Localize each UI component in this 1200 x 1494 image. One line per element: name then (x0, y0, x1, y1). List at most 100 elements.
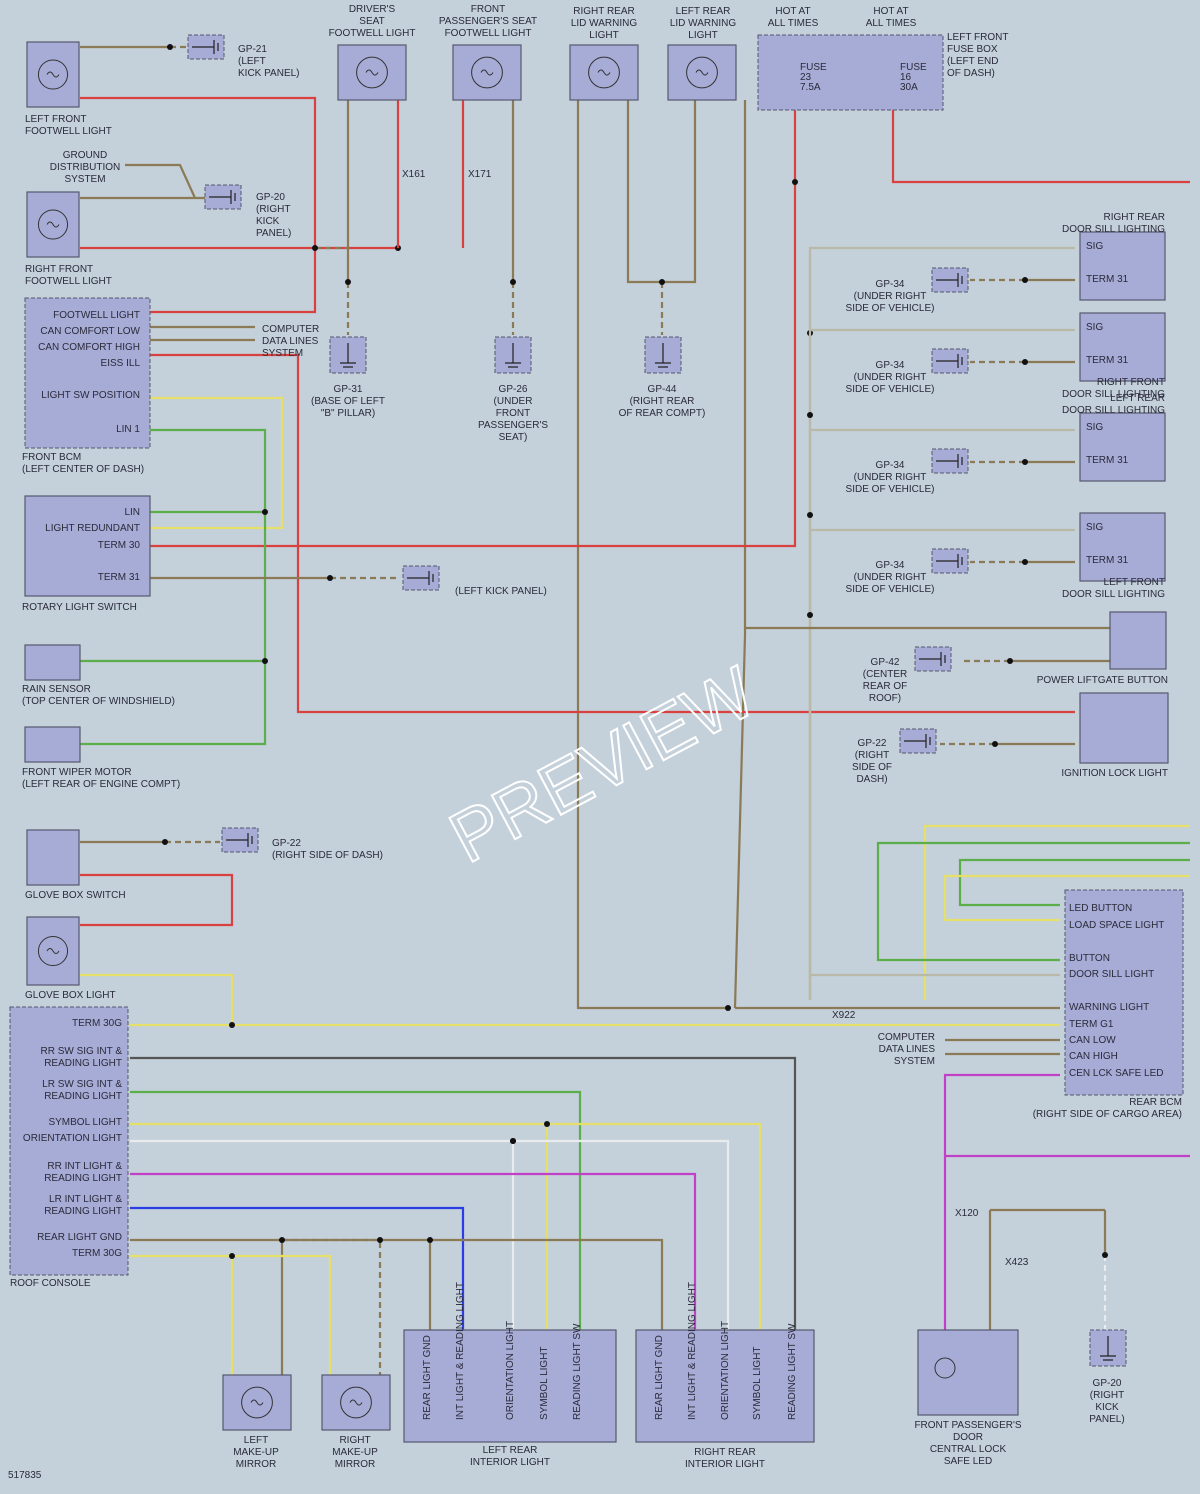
fuse16-label: 30A (900, 82, 918, 93)
right-makeup-mirror-bulb-icon (340, 1386, 372, 1419)
safe-led (917, 1329, 1019, 1416)
splice-dot (427, 1237, 433, 1243)
splice-dot (725, 1005, 731, 1011)
gp21-top-label: KICK PANEL) (238, 68, 300, 79)
splice-dot (345, 279, 351, 285)
lr-lid-label: LEFT REAR (676, 6, 731, 17)
computer-lines-label: SYSTEM (262, 348, 303, 359)
splice-dot (1007, 658, 1013, 664)
gp21-mid-ground-icon (407, 571, 434, 585)
sill-label-0: RIGHT REAR (1104, 212, 1166, 223)
wire-ground-dist-brn (125, 163, 197, 199)
computer-lines-label: COMPUTER (262, 324, 319, 335)
gp26-label: SEAT) (499, 432, 528, 443)
conn-x161: X161 (402, 169, 426, 180)
splice-dot (312, 245, 318, 251)
rotary-pin-0: LIN (124, 507, 140, 518)
rear-bcm-label: (RIGHT SIDE OF CARGO AREA) (1033, 1109, 1182, 1120)
sill-label-1: DOOR SILL LIGHTING (1062, 389, 1165, 400)
rear-bcm-pin-0: LED BUTTON (1069, 903, 1132, 914)
r-int-pin-2: ORIENTATION LIGHT (720, 1321, 731, 1420)
lf-footwell-label: LEFT FRONT (25, 114, 86, 125)
fuse23-label: 23 (800, 72, 812, 83)
splice-dot (792, 179, 798, 185)
l-mirror-label: MIRROR (236, 1459, 277, 1470)
gp22-ign-label: SIDE OF (852, 762, 892, 773)
splice-dot (807, 612, 813, 618)
gp20-top-ground-icon (209, 190, 236, 204)
fuse16-label: FUSE (900, 62, 927, 73)
gp26-label: GP-26 (499, 384, 528, 395)
wiper-label: FRONT WIPER MOTOR (22, 767, 132, 778)
safe-led-label: CENTRAL LOCK (930, 1444, 1007, 1455)
rear-bcm-pin-5: TERM G1 (1069, 1019, 1114, 1030)
gp22-glove-label: GP-22 (272, 838, 301, 849)
r-interior-label: RIGHT REAR (694, 1447, 756, 1458)
wiper-label: (LEFT REAR OF ENGINE COMPT) (22, 779, 180, 790)
passenger-footwell-light-bulb-icon (471, 56, 503, 89)
rear-bcm-pin-8: CEN LCK SAFE LED (1069, 1068, 1163, 1079)
l-mirror-label: MAKE-UP (233, 1447, 279, 1458)
wire-lr-int-blu (130, 1206, 465, 1335)
rf-footwell-label: RIGHT FRONT (25, 264, 93, 275)
driver-footwell-label: DRIVER'S (349, 4, 396, 15)
rear-bcm-pin-4: WARNING LIGHT (1069, 1002, 1149, 1013)
passenger-footwell-label: PASSENGER'S SEAT (439, 16, 537, 27)
left-makeup-mirror-filament-icon (250, 1399, 264, 1406)
wire-rear-bcm-yelwht-5 (943, 874, 1190, 922)
rear-bcm-pin-7: CAN HIGH (1069, 1051, 1118, 1062)
conn-x171: X171 (468, 169, 492, 180)
left-makeup-mirror-bulb-icon (241, 1386, 273, 1419)
gp26-label: FRONT (496, 408, 530, 419)
rear-bcm-pin-6: CAN LOW (1069, 1035, 1116, 1046)
gp34-label-3: (UNDER RIGHT (854, 572, 927, 583)
rear-bcm-pin-3: DOOR SILL LIGHT (1069, 969, 1154, 980)
wire-rr-lid-brnwht (576, 100, 728, 1010)
gp22-ign-label: GP-22 (858, 738, 887, 749)
gp26-ground-ground-icon (505, 343, 521, 368)
gp21-top-label: (LEFT (238, 56, 266, 67)
gp34-label-2: GP-34 (876, 460, 905, 471)
wire-lr-sw-grn (130, 1090, 582, 1335)
safe-led-icon (934, 1357, 956, 1379)
gp21-mid-label: (LEFT KICK PANEL) (455, 586, 547, 597)
splice-dot (162, 839, 168, 845)
rear-bcm (1064, 889, 1184, 1096)
gp34-label-3: GP-34 (876, 560, 905, 571)
gp34-label-1: GP-34 (876, 360, 905, 371)
wire-sill-sig-3 (808, 528, 1075, 1000)
roof-pin-1: RR SW SIG INT & (41, 1046, 123, 1057)
roof-console-label: ROOF CONSOLE (10, 1278, 91, 1289)
wire-rmirror-yel (130, 1254, 332, 1375)
gp34-ground-3-ground-icon (936, 554, 963, 568)
right-rear-interior-light (635, 1329, 815, 1443)
wire-lin-grnwht (80, 428, 267, 746)
glove-switch-label: GLOVE BOX SWITCH (25, 890, 126, 901)
sill-label-2: DOOR SILL LIGHTING (1062, 405, 1165, 416)
gp34-label-2: (UNDER RIGHT (854, 472, 927, 483)
splice-dot (1022, 559, 1028, 565)
sill-term31-0: TERM 31 (1086, 274, 1129, 285)
wire-cen-lck-viogrn (943, 1073, 1190, 1158)
rr-lid-label: LIGHT (589, 30, 618, 41)
conn-x423: X423 (1005, 1257, 1029, 1268)
passenger-footwell-label: FRONT (471, 4, 505, 15)
splice-dot (1102, 1252, 1108, 1258)
gp34-label-0: GP-34 (876, 279, 905, 290)
splice-dot (807, 412, 813, 418)
gp31-ground-ground-icon (340, 343, 356, 368)
gp44-label: GP-44 (648, 384, 677, 395)
gp20-top-label: GP-20 (256, 192, 285, 203)
roof-pin-7: RR INT LIGHT & (47, 1161, 122, 1172)
gp44-label: OF REAR COMPT) (619, 408, 706, 419)
gp42-label: (CENTER (863, 669, 907, 680)
sill-label-1: RIGHT FRONT (1097, 377, 1165, 388)
r-mirror-label: RIGHT (339, 1435, 370, 1446)
fuse-box-label: OF DASH) (947, 68, 995, 79)
wire-rear-bcm-grnyel (958, 858, 1190, 907)
roof-pin-12: TERM 30G (72, 1248, 122, 1259)
sill-term31-2: TERM 31 (1086, 455, 1129, 466)
gp34-label-1: SIDE OF VEHICLE) (846, 384, 935, 395)
doc-id: 517835 (8, 1470, 42, 1481)
